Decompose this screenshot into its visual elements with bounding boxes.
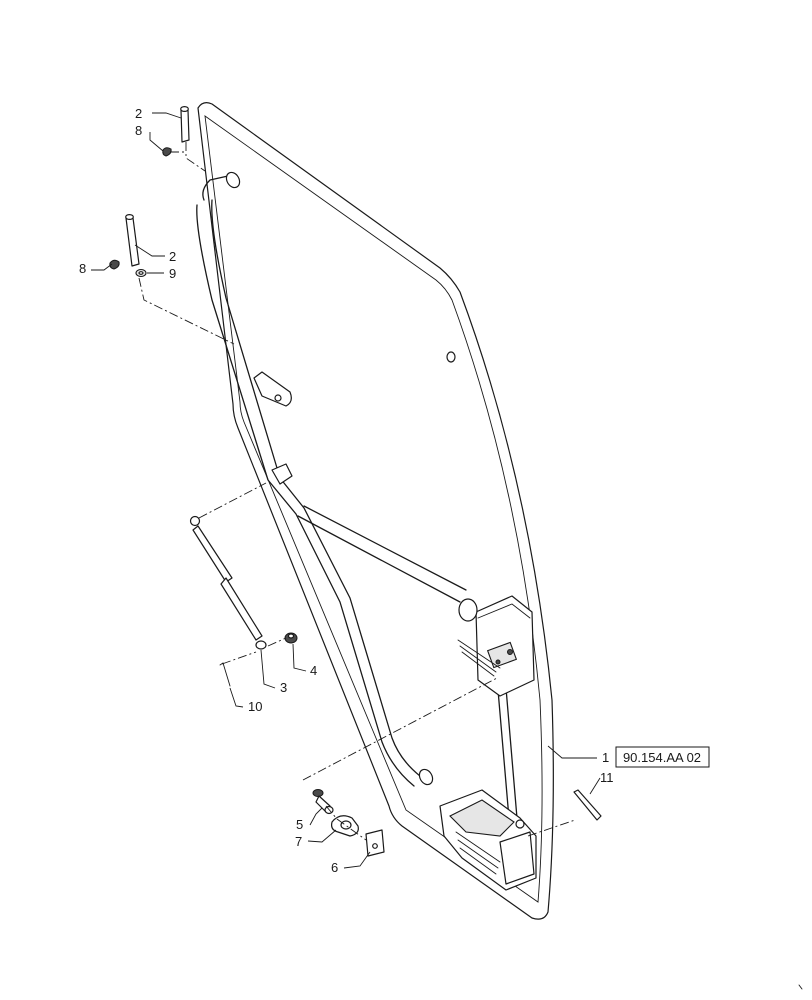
- clamp: [331, 815, 359, 837]
- callout-labels: 2 8 8 2 9 3 4 10 5 7 6 1 11: [79, 106, 614, 875]
- callout-1: 1: [602, 750, 609, 765]
- retaining-wire: [219, 662, 231, 687]
- window-frame-tube: [196, 171, 519, 831]
- callout-8-upper: 8: [135, 123, 142, 138]
- clip-lower: [109, 259, 120, 270]
- callout-4: 4: [310, 663, 317, 678]
- latch-handle: [457, 595, 535, 697]
- corner-mark: [798, 984, 803, 990]
- washer: [135, 268, 147, 278]
- callout-2-upper: 2: [135, 106, 142, 121]
- callout-3: 3: [280, 680, 287, 695]
- reference-label: 90.154.AA 02: [623, 750, 701, 765]
- pin-lower: [125, 214, 140, 267]
- leader-lines: [91, 112, 601, 869]
- gas-strut: [189, 515, 267, 650]
- callout-10: 10: [248, 699, 262, 714]
- bolt: [312, 789, 334, 815]
- callout-5: 5: [296, 817, 303, 832]
- glass-panel: [197, 102, 554, 920]
- pin-upper: [180, 105, 190, 143]
- callout-11: 11: [600, 770, 614, 785]
- decal: [573, 789, 602, 821]
- callout-8-lower: 8: [79, 261, 86, 276]
- ball-stud-nut: [284, 632, 298, 644]
- callout-2-lower: 2: [169, 249, 176, 264]
- reference-box[interactable]: 90.154.AA 02: [615, 746, 710, 768]
- lower-lock-housing: [439, 789, 537, 891]
- clip-upper: [162, 147, 172, 157]
- assembly-lines: [138, 142, 576, 841]
- glass-hole: [446, 351, 456, 363]
- callout-6: 6: [331, 860, 338, 875]
- callout-7: 7: [295, 834, 302, 849]
- plate: [365, 829, 385, 857]
- callout-9: 9: [169, 266, 176, 281]
